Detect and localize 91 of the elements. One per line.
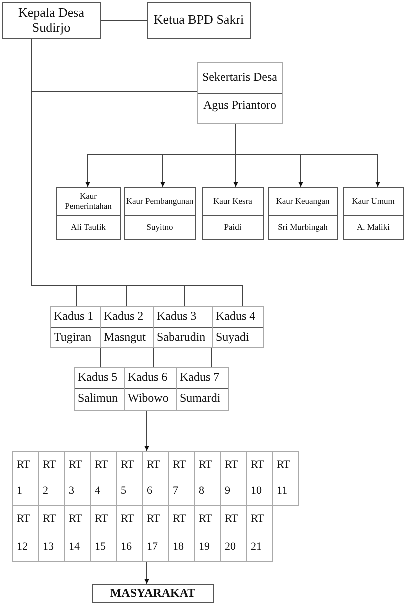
org-box [124, 187, 196, 240]
org-box [212, 306, 264, 348]
arrow [144, 562, 150, 584]
org-box [12, 505, 39, 562]
org-box [268, 187, 338, 240]
rt-label: RT [120, 458, 136, 473]
org-box [272, 451, 299, 506]
rt-number: 17 [146, 540, 159, 555]
org-box [202, 187, 264, 240]
name-text: Paidi [203, 215, 263, 239]
position-text: Kadus 2 [103, 308, 145, 326]
position-text: Kadus 7 [179, 369, 221, 386]
rt-label: RT [146, 512, 162, 528]
position-text: Kaur Kesra [212, 194, 254, 208]
rt-label: RT [224, 512, 240, 528]
org-box [343, 187, 404, 240]
position-text: Kaur Keuangan [275, 194, 331, 208]
position-text: Kadus 5 [77, 369, 119, 386]
position-text: Kaur Pembangunan [125, 194, 195, 208]
rt-number: 7 [172, 484, 180, 500]
org-box [197, 62, 283, 124]
org-box [246, 505, 273, 562]
rt-label: RT [16, 512, 32, 528]
org-box [2, 2, 101, 39]
title-text: Ketua BPD Sakri [152, 11, 246, 30]
name-text: Suyadi [213, 327, 263, 347]
rt-number: 18 [172, 540, 185, 555]
rt-label: RT [198, 512, 214, 528]
rt-number: 9 [224, 484, 232, 500]
arrow [236, 124, 380, 188]
rt-label: RT [42, 458, 58, 473]
position-text: Kaur Pemerintahan [64, 190, 113, 212]
rt-number: 5 [120, 484, 128, 500]
rt-label: RT [68, 458, 84, 473]
rt-label: RT [94, 512, 110, 528]
rt-label: RT [250, 512, 266, 528]
rt-label: RT [172, 458, 188, 473]
rt-label: RT [146, 458, 162, 473]
rt-number: 20 [224, 540, 237, 555]
name-text: Sumardi [177, 388, 228, 408]
name-text: A. Maliki [344, 215, 403, 239]
rt-number: 19 [198, 540, 211, 555]
org-box [100, 306, 154, 348]
rt-number: 2 [42, 484, 50, 500]
org-box [176, 367, 229, 411]
title-text: Kepala Desa Sudirjo [17, 4, 86, 37]
rt-label: RT [120, 512, 136, 528]
rt-label: RT [42, 512, 58, 528]
position-text: Kadus 4 [215, 308, 257, 326]
rt-number: 12 [16, 540, 29, 555]
org-box [56, 187, 121, 240]
org-box [74, 367, 125, 411]
rt-label: RT [16, 458, 32, 473]
name-text: Sri Murbingah [269, 215, 337, 239]
org-box [50, 306, 101, 348]
position-text: Kadus 1 [53, 308, 95, 326]
rt-label: RT [68, 512, 84, 528]
rt-number: 1 [16, 484, 24, 500]
rt-number: 11 [276, 484, 289, 500]
rt-number: 16 [120, 540, 133, 555]
title-text: MASYARAKAT [109, 585, 197, 602]
position-text: Kadus 3 [156, 308, 198, 326]
name-text: Suyitno [125, 215, 195, 239]
name-text: Agus Priantoro [198, 93, 282, 117]
rt-number: 8 [198, 484, 206, 500]
rt-label: RT [94, 458, 110, 473]
rt-label: RT [276, 458, 292, 473]
rt-number: 4 [94, 484, 102, 500]
org-box [92, 584, 214, 603]
org-box [147, 2, 251, 39]
connector-line [100, 348, 102, 368]
rt-number: 15 [94, 540, 107, 555]
org-box [153, 306, 213, 348]
rt-label: RT [172, 512, 188, 528]
name-text: Ali Taufik [57, 215, 120, 239]
position-text: Kadus 6 [127, 369, 169, 386]
rt-number: 14 [68, 540, 81, 555]
org-box [124, 367, 177, 411]
rt-number: 13 [42, 540, 55, 555]
position-text: Kaur Umum [351, 194, 396, 208]
rt-number: 21 [250, 540, 263, 555]
rt-label: RT [198, 458, 214, 473]
connector-line [100, 20, 148, 21]
rt-label: RT [250, 458, 266, 473]
position-text: Sekertaris Desa [202, 69, 278, 86]
rt-label: RT [224, 458, 240, 473]
rt-number: 3 [68, 484, 76, 500]
arrow [144, 410, 150, 452]
org-box [12, 451, 39, 506]
rt-number: 10 [250, 484, 263, 500]
rt-number: 6 [146, 484, 154, 500]
